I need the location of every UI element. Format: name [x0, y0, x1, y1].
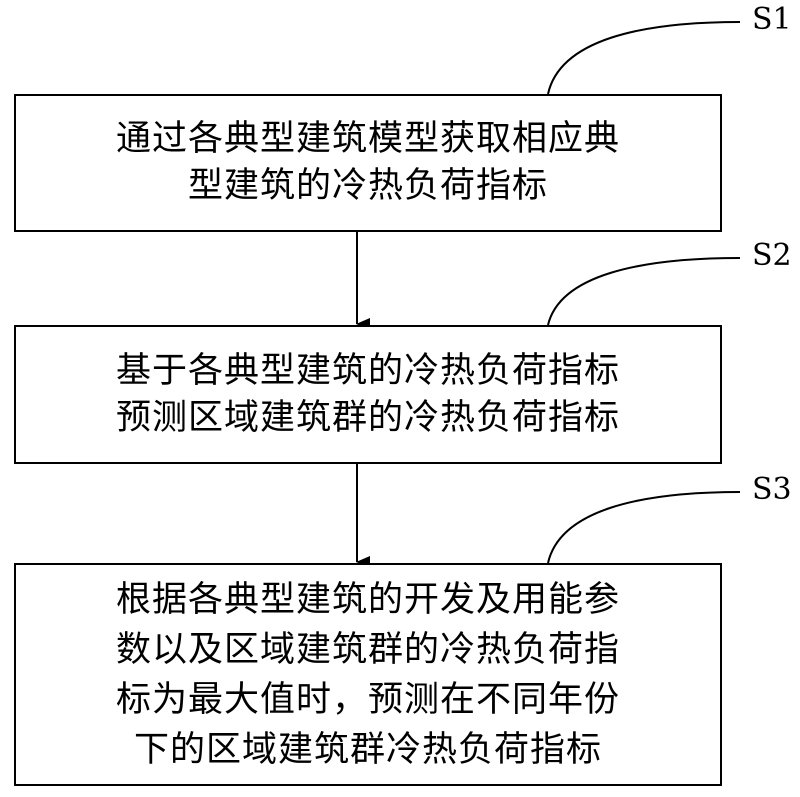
step-text-s3: 根据各典型建筑的开发及用能参 数以及区域建筑群的冷热负荷指 标为最大值时，预测在… [115, 579, 620, 770]
step-label-s2: S2 [752, 238, 792, 273]
leader-line-s2 [547, 257, 741, 326]
step-box-s1: 通过各典型建筑模型获取相应典 型建筑的冷热负荷指标 [14, 94, 722, 232]
step-label-s1: S1 [752, 2, 792, 37]
leader-line-s1 [547, 21, 741, 95]
step-text-s1: 通过各典型建筑模型获取相应典 型建筑的冷热负荷指标 [115, 119, 620, 206]
leader-line-s3 [547, 491, 741, 564]
step-box-s2: 基于各典型建筑的冷热负荷指标 预测区域建筑群的冷热负荷指标 [14, 325, 722, 464]
step-box-s3: 根据各典型建筑的开发及用能参 数以及区域建筑群的冷热负荷指 标为最大值时，预测在… [14, 563, 722, 786]
step-label-s3: S3 [752, 472, 792, 507]
step-text-s2: 基于各典型建筑的冷热负荷指标 预测区域建筑群的冷热负荷指标 [115, 350, 620, 438]
